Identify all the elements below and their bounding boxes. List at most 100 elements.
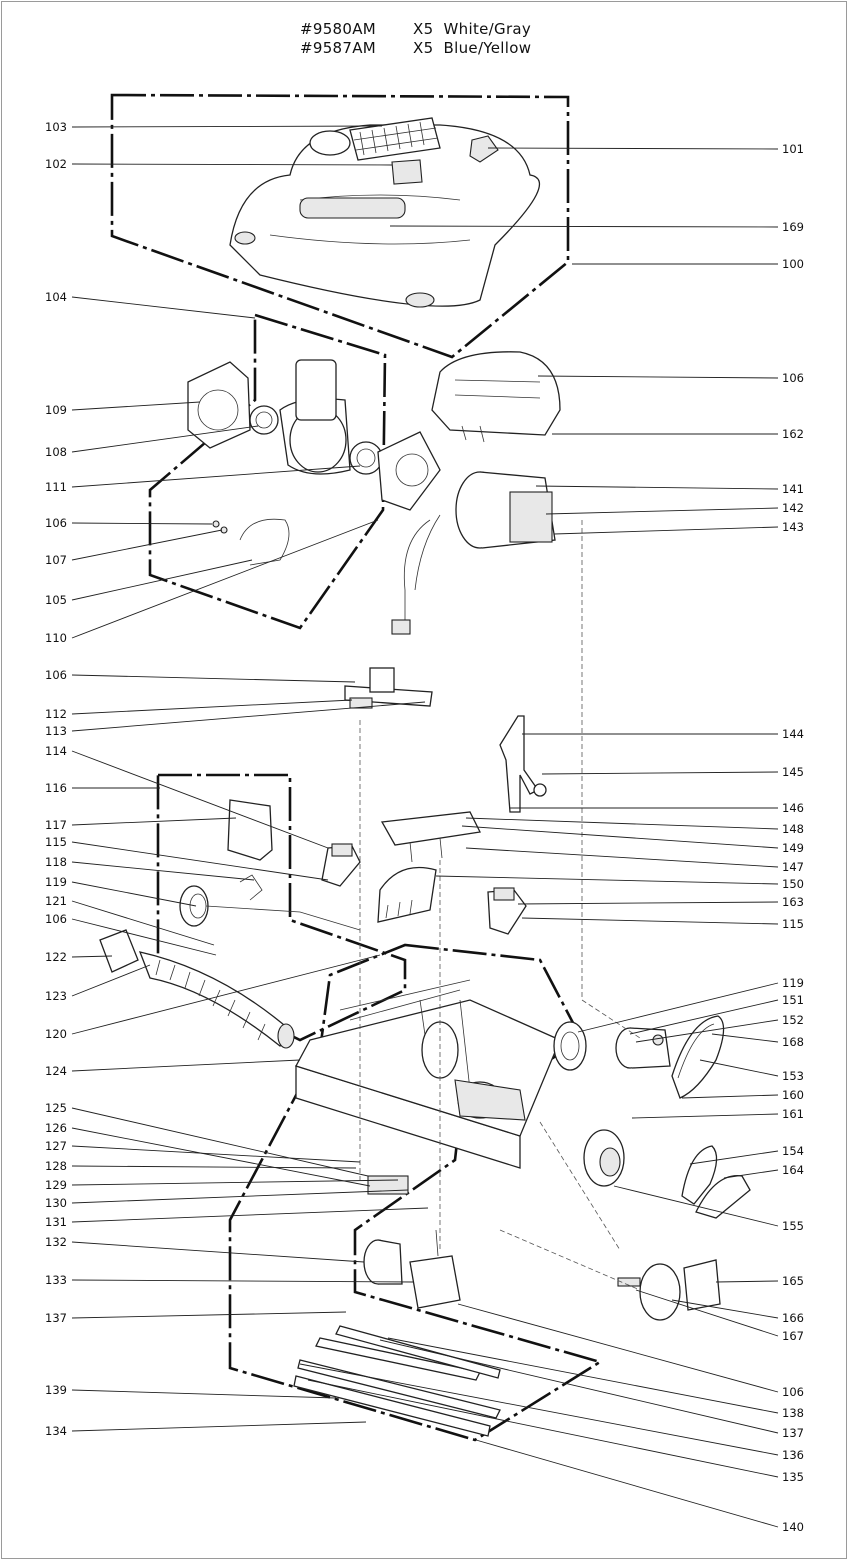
leader-line bbox=[715, 1280, 779, 1283]
callout-left-21: 122 bbox=[45, 950, 113, 964]
leader-line bbox=[71, 750, 329, 849]
callout-right-26: 155 bbox=[613, 1185, 804, 1233]
leader-line bbox=[71, 1165, 357, 1169]
callout-left-31: 131 bbox=[45, 1207, 429, 1229]
latch-101 bbox=[469, 135, 499, 163]
callout-label: 119 bbox=[782, 976, 804, 990]
callout-label: 129 bbox=[45, 1178, 67, 1192]
leader-line bbox=[71, 1179, 399, 1186]
leader-line bbox=[71, 1207, 429, 1223]
callout-label: 106 bbox=[45, 912, 67, 926]
callout-left-18: 119 bbox=[45, 875, 197, 907]
callout-label: 142 bbox=[782, 501, 804, 515]
callout-right-23: 161 bbox=[631, 1107, 804, 1121]
callout-label: 130 bbox=[45, 1196, 67, 1210]
leader-line bbox=[71, 964, 151, 997]
housing-133 bbox=[409, 1229, 461, 1309]
leader-line bbox=[545, 507, 779, 515]
leader-line bbox=[435, 875, 779, 885]
callout-label: 149 bbox=[782, 841, 804, 855]
alignment-line-2 bbox=[539, 1121, 621, 1251]
leader-line bbox=[71, 1059, 301, 1072]
leader-line bbox=[71, 861, 255, 881]
callouts-left-group: 1031021041091081111061071051101061121131… bbox=[45, 120, 429, 1438]
callout-label: 113 bbox=[45, 724, 67, 738]
callout-left-11: 112 bbox=[45, 699, 353, 721]
pedal-114 bbox=[321, 843, 361, 887]
bracket-117 bbox=[227, 799, 273, 861]
callout-left-12: 113 bbox=[45, 701, 426, 738]
callout-left-32: 132 bbox=[45, 1235, 365, 1263]
leader-line bbox=[553, 526, 779, 535]
callout-label: 166 bbox=[782, 1311, 804, 1325]
callout-label: 128 bbox=[45, 1159, 67, 1173]
leader-line bbox=[389, 225, 779, 228]
callout-label: 103 bbox=[45, 120, 67, 134]
callout-right-8: 144 bbox=[522, 727, 804, 741]
callout-right-11: 148 bbox=[465, 817, 804, 836]
leader-line bbox=[465, 847, 779, 868]
callout-right-12: 149 bbox=[461, 825, 804, 855]
callout-left-8: 105 bbox=[45, 559, 253, 607]
callout-label: 106 bbox=[782, 1385, 804, 1399]
callout-label: 140 bbox=[782, 1520, 804, 1534]
callout-label: 127 bbox=[45, 1139, 67, 1153]
gear-155 bbox=[583, 1129, 625, 1187]
alignment-line-5 bbox=[499, 1229, 641, 1291]
leader-line bbox=[387, 1337, 779, 1414]
leader-line bbox=[711, 1033, 779, 1043]
callout-right-1: 169 bbox=[389, 220, 804, 234]
callout-label: 133 bbox=[45, 1273, 67, 1287]
callout-label: 145 bbox=[782, 765, 804, 779]
callout-label: 104 bbox=[45, 290, 67, 304]
callout-label: 138 bbox=[782, 1406, 804, 1420]
callout-left-1: 102 bbox=[45, 157, 393, 171]
leader-line bbox=[465, 817, 779, 830]
leader-line bbox=[541, 771, 779, 775]
model-variant-2: X5 Blue/Yellow bbox=[413, 39, 532, 57]
leader-line bbox=[71, 163, 393, 166]
callout-left-3: 109 bbox=[45, 401, 201, 417]
callout-right-30: 106 bbox=[457, 1303, 804, 1399]
leader-line bbox=[71, 559, 253, 601]
callout-left-24: 124 bbox=[45, 1059, 301, 1078]
callout-label: 165 bbox=[782, 1274, 804, 1288]
leader-line bbox=[71, 529, 223, 561]
callout-label: 125 bbox=[45, 1101, 67, 1115]
callout-right-2: 100 bbox=[572, 257, 804, 271]
leader-line bbox=[457, 1303, 779, 1393]
pedal-163 bbox=[487, 887, 527, 935]
callout-label: 121 bbox=[45, 894, 67, 908]
motor-151 bbox=[615, 1027, 671, 1069]
cap-165 bbox=[683, 1259, 721, 1311]
filter-103 bbox=[349, 117, 441, 161]
callout-right-29: 167 bbox=[635, 1289, 804, 1343]
callout-left-15: 117 bbox=[45, 817, 237, 832]
leader-line bbox=[699, 1059, 779, 1077]
callout-right-14: 150 bbox=[435, 875, 804, 891]
top-cover-100 bbox=[229, 124, 540, 308]
callout-right-20: 168 bbox=[711, 1033, 804, 1049]
callout-label: 118 bbox=[45, 855, 67, 869]
callout-right-32: 137 bbox=[379, 1339, 804, 1440]
callout-right-4: 162 bbox=[552, 427, 804, 441]
callout-label: 123 bbox=[45, 989, 67, 1003]
callout-label: 139 bbox=[45, 1383, 67, 1397]
callout-right-33: 136 bbox=[299, 1363, 804, 1462]
bottom-plates bbox=[293, 1325, 501, 1437]
callout-right-13: 147 bbox=[465, 847, 804, 874]
group-outline-cover bbox=[110, 93, 570, 359]
callout-label: 135 bbox=[782, 1470, 804, 1484]
callout-left-20: 106 bbox=[45, 912, 217, 956]
callout-right-0: 101 bbox=[487, 142, 804, 156]
leader-line bbox=[635, 1289, 779, 1337]
leader-line bbox=[71, 1145, 361, 1163]
callout-right-9: 145 bbox=[541, 765, 804, 779]
callout-left-26: 126 bbox=[45, 1121, 371, 1187]
leader-line bbox=[71, 1279, 415, 1283]
motor-141 bbox=[391, 471, 556, 635]
callout-left-7: 107 bbox=[45, 529, 223, 567]
callout-label: 100 bbox=[782, 257, 804, 271]
